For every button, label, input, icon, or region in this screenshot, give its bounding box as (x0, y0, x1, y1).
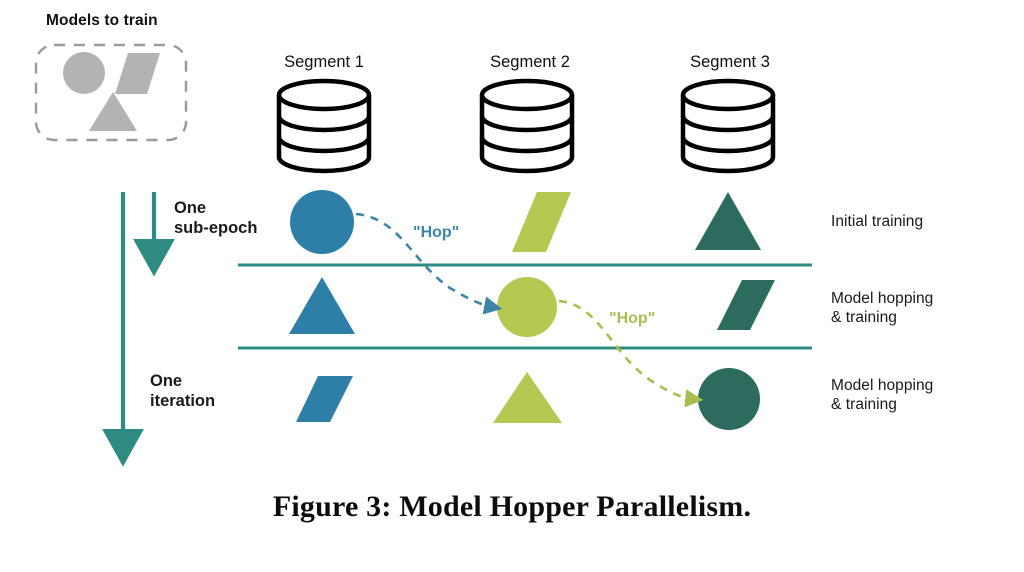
segment-2-label: Segment 2 (490, 53, 570, 71)
row-1-stage-label: Model hopping& training (831, 290, 933, 328)
segment-3-label: Segment 3 (690, 53, 770, 71)
row-0-segment-2-parallelogram-shape (512, 192, 571, 252)
row-2-stage-label: Model hopping& training (831, 377, 933, 415)
hop-arrow-2 (558, 299, 704, 408)
row-2-segment-2-triangle-shape (493, 372, 562, 423)
row-0-stage-label-line-1: Initial training (831, 213, 924, 230)
row-0-segment-1-circle-shape (290, 190, 354, 254)
hop-arrow-1 (355, 212, 503, 315)
segment-1-database-cylinder-icon (276, 78, 372, 174)
row-1-stage-label-line-2: & training (831, 308, 897, 326)
models-to-train-box (34, 43, 188, 142)
row-1-stage-label-line-1: Model hopping (831, 290, 934, 307)
models-box-triangle-icon (89, 92, 137, 131)
iteration-arrow-label: One iteration (150, 371, 215, 411)
models-box-parallelogram-icon (115, 53, 160, 94)
row-2-segment-3-circle-shape (698, 368, 760, 430)
models-box-circle-icon (63, 52, 105, 94)
sub-epoch-arrow-label: One sub-epoch (174, 198, 257, 238)
segment-1-label: Segment 1 (284, 53, 364, 71)
sub-epoch-label-line-2: sub-epoch (174, 219, 258, 238)
row-1-segment-1-triangle-shape (289, 277, 355, 334)
figure-caption: Figure 3: Model Hopper Parallelism. (272, 490, 752, 523)
models-to-train-label: Models to train (46, 12, 158, 29)
row-2-segment-1-parallelogram-shape (296, 376, 353, 422)
row-2-stage-label-line-2: & training (831, 395, 897, 413)
row-1-segment-2-circle-shape (497, 277, 557, 337)
sub-epoch-label-line-1: One (174, 199, 207, 217)
iteration-label-line-2: iteration (150, 392, 216, 411)
iteration-label-line-1: One (150, 372, 183, 390)
row-0-segment-3-triangle-shape (695, 192, 761, 250)
hop-label-1: "Hop" (413, 224, 460, 241)
segment-2-database-cylinder-icon (479, 78, 575, 174)
row-2-stage-label-line-1: Model hopping (831, 377, 934, 394)
segment-3-database-cylinder-icon (680, 78, 776, 174)
hop-label-2: "Hop" (609, 310, 656, 327)
row-0-stage-label: Initial training (831, 213, 923, 232)
row-1-segment-3-parallelogram-shape (717, 280, 775, 330)
models-box-border (34, 43, 188, 142)
